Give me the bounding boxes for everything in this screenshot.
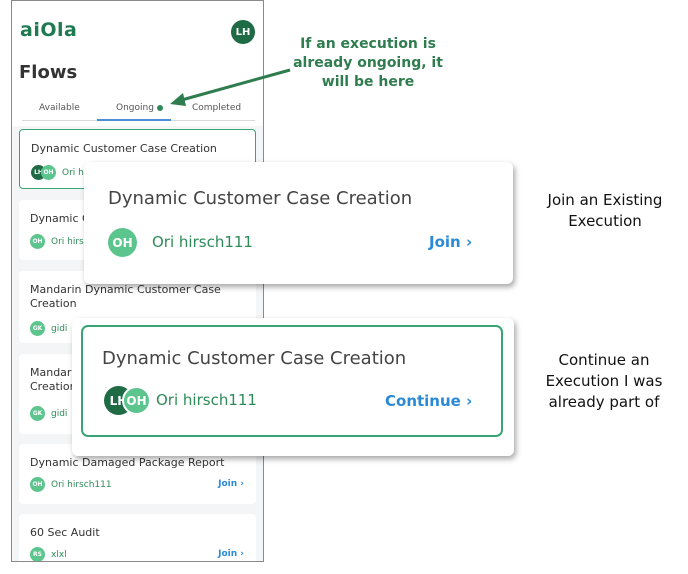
flow-card-user: gidi bbox=[51, 408, 68, 419]
flow-card-title-line2: Creation bbox=[30, 380, 77, 393]
flow-card-title-line2: Creation bbox=[30, 297, 77, 310]
tab-completed[interactable]: Completed bbox=[192, 103, 242, 113]
avatar: OH bbox=[30, 477, 45, 492]
join-label: Join bbox=[218, 479, 238, 489]
avatar: OH bbox=[108, 228, 137, 257]
tab-ongoing[interactable]: Ongoing bbox=[116, 103, 163, 113]
ongoing-indicator-dot bbox=[156, 104, 163, 111]
continue-card-border bbox=[81, 325, 503, 437]
avatar: OH bbox=[122, 386, 151, 415]
tab-available[interactable]: Available bbox=[39, 103, 80, 113]
flow-card-title: 60 Sec Audit bbox=[30, 526, 100, 539]
top-bar: aiOla LH bbox=[12, 1, 263, 51]
continue-label: Continue bbox=[385, 392, 461, 410]
flow-card-user: xlxl bbox=[51, 549, 67, 560]
continue-button[interactable]: Continue › bbox=[385, 392, 472, 410]
continue-card-zoom[interactable]: Dynamic Customer Case Creation LH OH Ori… bbox=[72, 318, 514, 456]
join-button[interactable]: Join › bbox=[429, 233, 472, 251]
chevron-right-icon: › bbox=[240, 479, 244, 489]
avatar: RS bbox=[30, 547, 45, 561]
avatar: GK bbox=[30, 406, 45, 421]
join-card-title: Dynamic Customer Case Creation bbox=[108, 188, 413, 209]
flow-card-title: Dynamic Damaged Package Report bbox=[30, 456, 225, 469]
continue-note: Continue an Execution I was already part… bbox=[545, 351, 663, 411]
flow-card-title: Mandarin Dynamic Customer Case bbox=[30, 283, 221, 296]
app-logo: aiOla bbox=[20, 19, 78, 41]
user-avatar[interactable]: LH bbox=[231, 20, 255, 44]
chevron-right-icon: › bbox=[240, 549, 244, 559]
join-button[interactable]: Join › bbox=[218, 549, 244, 559]
chevron-right-icon: › bbox=[466, 392, 473, 410]
join-label: Join bbox=[218, 549, 238, 559]
ongoing-callout-text: If an execution is already ongoing, it w… bbox=[293, 36, 443, 90]
flow-card-user: gidi bbox=[51, 323, 68, 334]
join-card-user: Ori hirsch111 bbox=[152, 233, 253, 251]
active-tab-underline bbox=[97, 119, 171, 121]
tab-ongoing-label: Ongoing bbox=[116, 103, 154, 113]
join-label: Join bbox=[429, 233, 461, 251]
join-button[interactable]: Join › bbox=[218, 479, 244, 489]
continue-card-user: Ori hirsch111 bbox=[156, 391, 257, 409]
avatar: GK bbox=[30, 321, 45, 336]
join-card-zoom[interactable]: Dynamic Customer Case Creation OH Ori hi… bbox=[84, 162, 513, 284]
flow-card-user: Ori hirsch111 bbox=[51, 236, 112, 247]
chevron-right-icon: › bbox=[465, 233, 473, 251]
flow-card-title: Dynamic Customer Case Creation bbox=[31, 142, 217, 155]
avatar: OH bbox=[30, 234, 45, 249]
page-title: Flows bbox=[19, 62, 78, 83]
flow-card[interactable]: 60 Sec Audit RS xlxl Join › bbox=[19, 514, 256, 561]
join-note: Join an Existing Execution bbox=[547, 191, 663, 230]
avatar: OH bbox=[41, 165, 56, 180]
continue-card-title: Dynamic Customer Case Creation bbox=[102, 348, 407, 369]
flow-card-user: Ori hirsch111 bbox=[51, 479, 112, 490]
